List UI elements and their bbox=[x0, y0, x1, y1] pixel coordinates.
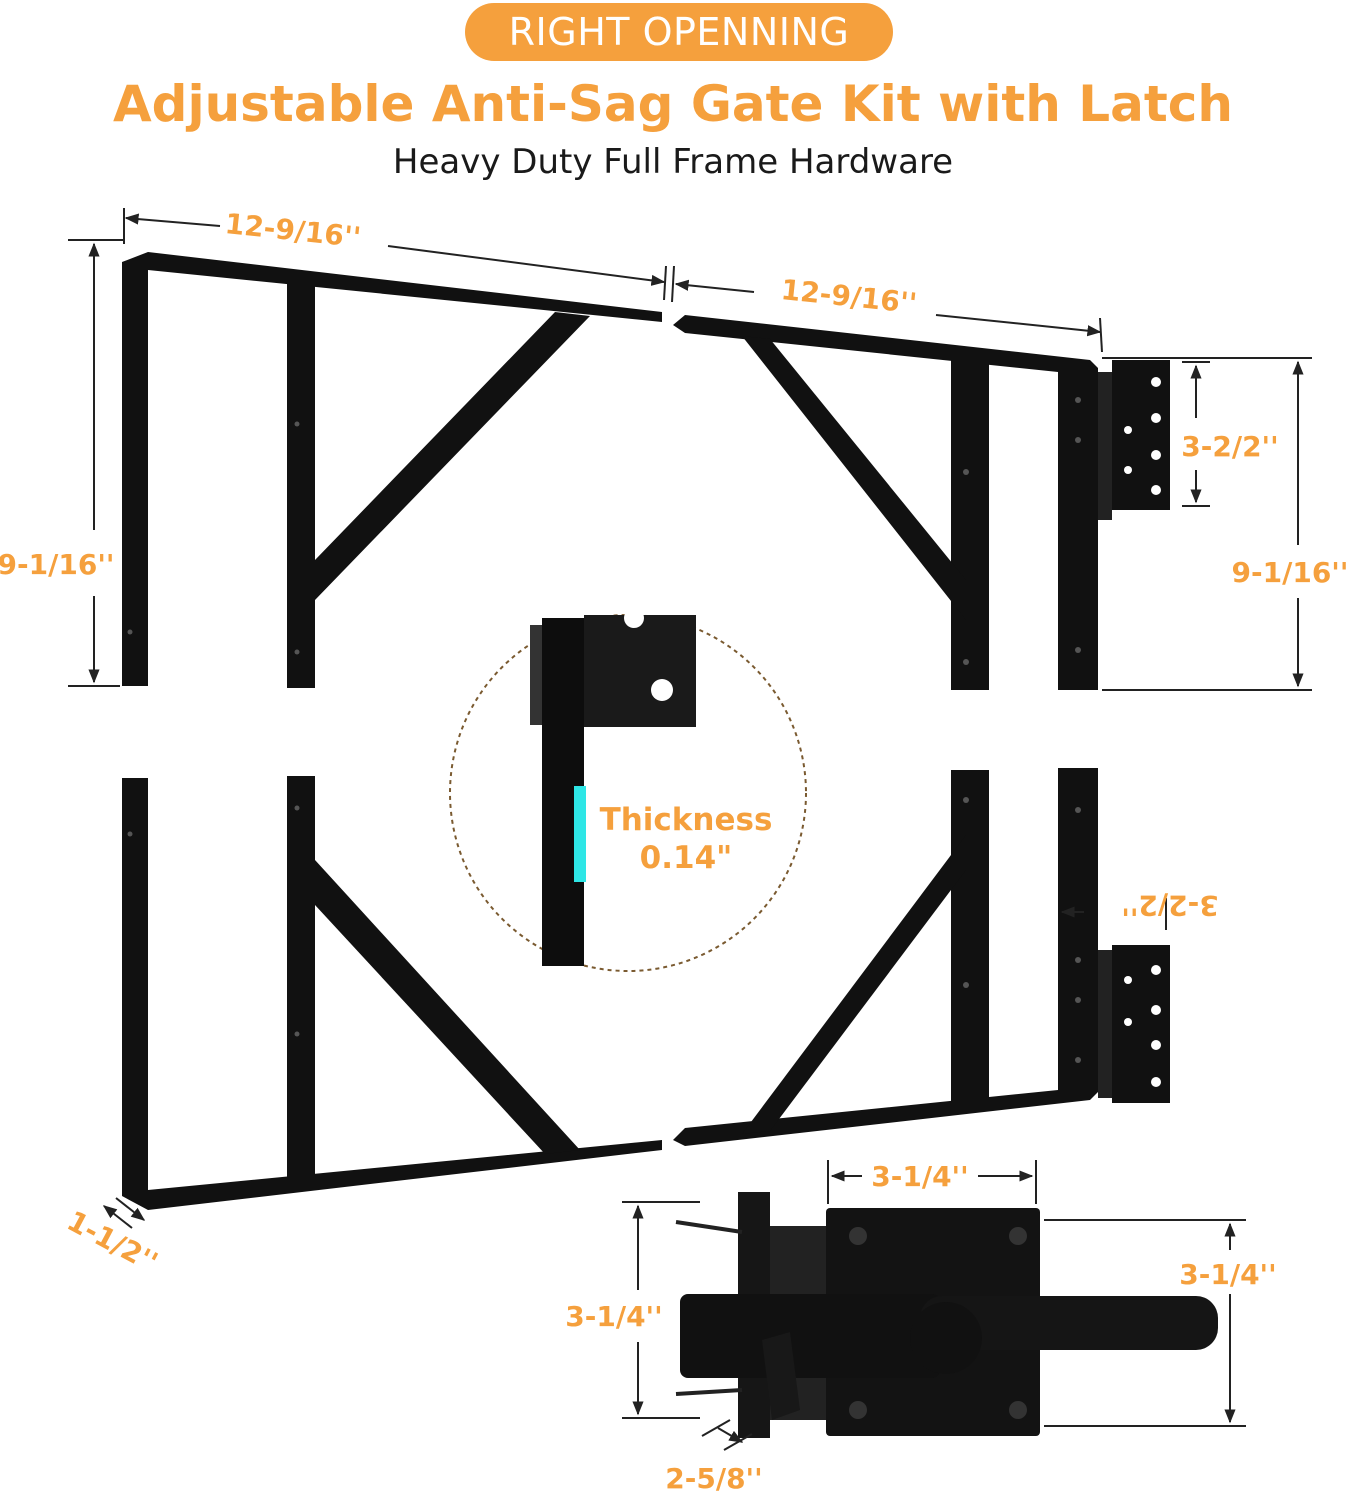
dim-hinge-bottom: 3-2/2'' bbox=[1121, 889, 1218, 922]
product-title: Adjustable Anti-Sag Gate Kit with Latch bbox=[112, 75, 1234, 133]
bottom-hinge bbox=[1098, 945, 1170, 1103]
bottom-right-bracket bbox=[673, 768, 1098, 1146]
dim-flange-width: 1-1/2'' bbox=[62, 1204, 164, 1279]
dim-left-height: 9-1/16'' bbox=[0, 548, 114, 581]
opening-direction-badge: RIGHT OPENNING bbox=[465, 3, 893, 61]
dimension-lines bbox=[68, 208, 1312, 1451]
dim-top-right-width: 12-9/16'' bbox=[779, 273, 918, 320]
gate-latch bbox=[675, 1192, 1218, 1438]
top-right-bracket bbox=[673, 315, 1098, 690]
thickness-detail: Thickness 0.14" bbox=[449, 608, 807, 972]
dim-latch-depth: 2-5/8'' bbox=[665, 1462, 762, 1495]
thickness-highlight bbox=[574, 786, 586, 882]
thickness-label: Thickness bbox=[600, 802, 773, 838]
dim-hinge-top: 3-2/2'' bbox=[1181, 430, 1278, 463]
dim-right-height: 9-1/16'' bbox=[1232, 556, 1346, 589]
thickness-value: 0.14" bbox=[640, 840, 733, 876]
dim-top-left-width: 12-9/16'' bbox=[223, 207, 362, 254]
top-left-bracket bbox=[122, 252, 662, 688]
dim-latch-left-height: 3-1/4'' bbox=[565, 1300, 662, 1333]
bottom-left-bracket bbox=[122, 776, 662, 1210]
dim-latch-width: 3-1/4'' bbox=[871, 1160, 968, 1193]
dim-latch-right-height: 3-1/4'' bbox=[1179, 1258, 1276, 1291]
product-subtitle: Heavy Duty Full Frame Hardware bbox=[392, 142, 954, 182]
top-hinge bbox=[1098, 360, 1170, 520]
